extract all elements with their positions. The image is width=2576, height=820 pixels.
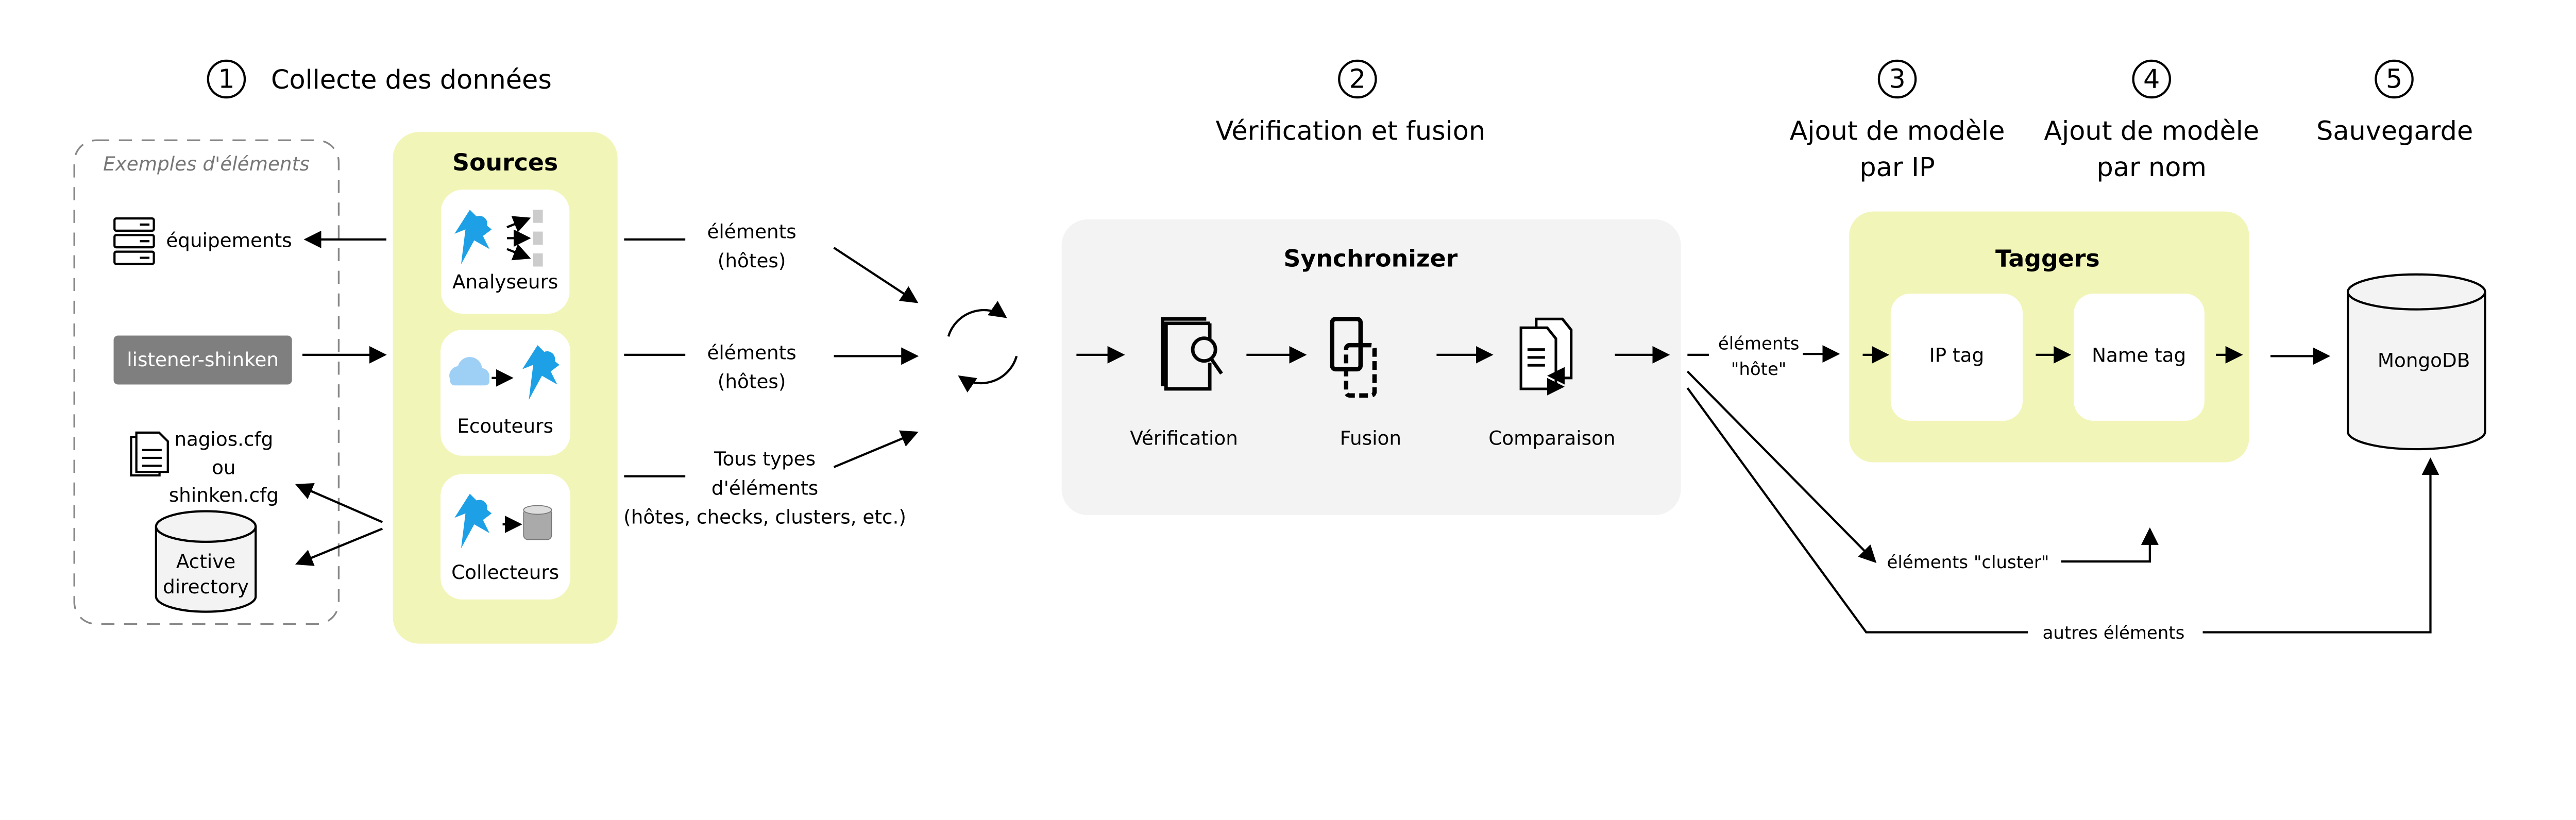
arrow-to-config (295, 483, 383, 523)
ad-line2: directory (163, 575, 249, 598)
config-line1: nagios.cfg (174, 428, 273, 450)
flow3-line3: (hôtes, checks, clusters, etc.) (623, 505, 906, 528)
cluster-flow-label: éléments "cluster" (1887, 553, 2049, 573)
taggers-box: Taggers IP tag Name tag (1849, 211, 2249, 463)
source-collecteurs: Collecteurs (440, 474, 571, 600)
flow3-line2: d'éléments (711, 476, 818, 499)
step-4-header: 4 Ajout de modèle par nom (2044, 59, 2259, 183)
verification-icon (1161, 317, 1223, 391)
server-rack-icon (113, 217, 155, 265)
servers-icon (533, 210, 543, 267)
document-icon (130, 431, 169, 477)
flow2-line2: (hôtes) (718, 370, 786, 392)
taggers-title: Taggers (1995, 244, 2100, 272)
step-1-header: 1 Collecte des données (207, 59, 552, 99)
examples-title: Exemples d'éléments (103, 152, 310, 175)
config-line3: shinken.cfg (169, 484, 279, 506)
step-number: 5 (2386, 64, 2402, 95)
synchronizer-title: Synchronizer (1283, 244, 1458, 272)
flow3-line1: Tous types (714, 447, 816, 470)
sync-step-label: Comparaison (1488, 427, 1615, 450)
arrow-to-sync (833, 247, 919, 303)
arrow-to-sync (833, 430, 919, 468)
step-3-header: 3 Ajout de modèle par IP (1790, 59, 2005, 183)
config-line2: ou (212, 456, 235, 479)
step-number: 4 (2143, 64, 2160, 95)
source-label: Analyseurs (452, 270, 558, 293)
source-label: Collecteurs (451, 561, 559, 584)
fusion-icon (1330, 317, 1377, 398)
examples-box: Exemples d'éléments équipements listener… (73, 139, 340, 625)
sync-cycle-icon (947, 301, 1018, 393)
diagram: 1 Collecte des données 2 Vérification et… (73, 59, 2486, 645)
flow1-line2: (hôtes) (718, 249, 786, 272)
arrow-to-ad (295, 527, 383, 566)
step-title: Vérification et fusion (1215, 116, 1485, 146)
cloud-icon (449, 357, 490, 386)
step-number: 3 (1889, 64, 1905, 95)
tagger-label: Name tag (2092, 344, 2186, 366)
listener-shinken-box (113, 335, 292, 385)
cluster-route-line (1686, 370, 1877, 563)
active-directory-cylinder: Active directory (155, 510, 257, 613)
database-icon (523, 505, 552, 540)
source-analyseurs: Analyseurs (440, 190, 570, 314)
source-label: Ecouteurs (457, 415, 553, 437)
step-5-header: 5 Sauvegarde (2316, 59, 2473, 146)
flow1-line1: éléments (707, 220, 796, 243)
name-tag-card (2074, 294, 2205, 421)
source-ecouteurs: Ecouteurs (440, 330, 571, 456)
step-title-line2: par nom (2096, 152, 2207, 183)
step-2-header: 2 Vérification et fusion (1215, 59, 1485, 146)
step-number: 1 (218, 64, 234, 95)
cluster-to-name-tag-arrow (2061, 527, 2159, 563)
comparison-icon (1519, 317, 1573, 396)
step-title: Collecte des données (271, 65, 552, 95)
sources-box: Sources Analyseurs Ecouteurs Collecteurs (393, 132, 618, 644)
step-title: Sauvegarde (2316, 116, 2473, 146)
ad-line1: Active (176, 550, 235, 573)
sync-step-label: Vérification (1130, 427, 1238, 450)
ip-tag-card (1890, 294, 2023, 421)
tagger-label: IP tag (1929, 344, 1985, 366)
step-title-line1: Ajout de modèle (1790, 116, 2005, 146)
mongodb-cylinder: MongoDB (2347, 273, 2486, 451)
step-number: 2 (1349, 64, 1366, 95)
others-flow-label: autres éléments (2043, 623, 2185, 643)
sync-step-label: Fusion (1340, 427, 1401, 450)
synchronizer-box: Synchronizer Vérification Fusion Compara… (1061, 219, 1681, 516)
listener-shinken-label: listener-shinken (127, 348, 279, 371)
step-title-line2: par IP (1859, 152, 1935, 183)
host-flow-line1: éléments (1718, 334, 1800, 354)
equipements-label: équipements (166, 229, 292, 251)
host-flow-line2: "hôte" (1731, 360, 1787, 380)
step-title-line1: Ajout de modèle (2044, 116, 2259, 146)
flow2-line1: éléments (707, 341, 796, 364)
sources-title: Sources (452, 148, 558, 176)
mongodb-label: MongoDB (2378, 349, 2470, 372)
